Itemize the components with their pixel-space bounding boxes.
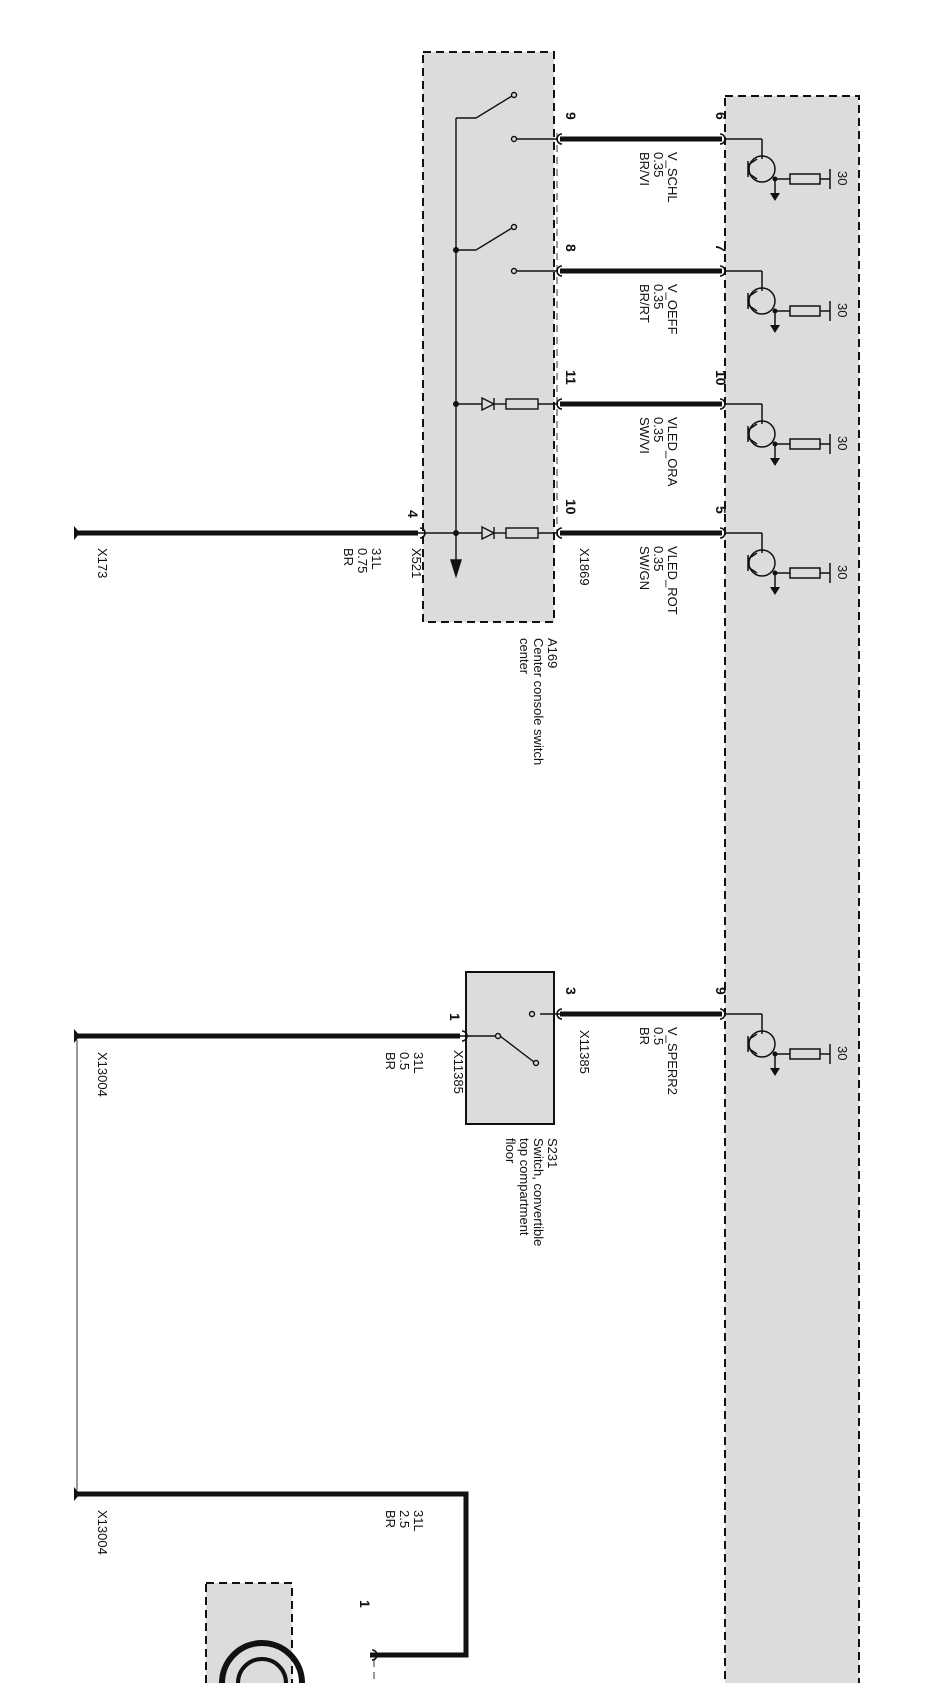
module-s231-name: floor <box>503 1138 518 1164</box>
module-a169-name: center <box>517 638 532 675</box>
wire-color: BR/RT <box>637 284 652 323</box>
pin-left: 10 <box>563 499 579 515</box>
ground-point: X173 <box>95 548 110 578</box>
wire-gauge: 0.35 <box>651 546 666 571</box>
wire-signal: V_SPERR2 <box>665 1027 680 1095</box>
connector-x11385: X11385 <box>451 1050 466 1094</box>
wire-color: SW/VI <box>637 417 652 454</box>
pin-ground: 1 <box>357 1600 373 1608</box>
pin-left: 3 <box>563 987 579 995</box>
connector-x1869: X1869 <box>577 548 592 586</box>
ground-signal: 31L <box>411 1510 426 1532</box>
pin-right: 7 <box>713 244 729 252</box>
supply-label: 30 <box>835 436 850 450</box>
module-a169-name: Center console switch <box>531 638 546 765</box>
pin-right: 9 <box>713 987 729 995</box>
transistor-stage: 30 <box>726 532 850 595</box>
wire-gauge: 0.35 <box>651 152 666 177</box>
wire-signal: VLED_ROT <box>665 546 680 615</box>
ground-gauge: 2.5 <box>397 1510 412 1528</box>
transistor-stage: 30 <box>726 403 850 466</box>
ground-labels: 31L 0.75 BR X173 31L 0.5 BR X13004 31L 2… <box>95 548 426 1555</box>
wire-signal: V_OEFF <box>665 284 680 335</box>
module-s231-id: S231 <box>545 1138 560 1168</box>
transistor-stage: 30 <box>726 138 850 201</box>
pin-numbers: 9 6 8 7 11 10 10 5 3 9 4 1 1 <box>357 112 729 1608</box>
connector-x521: X521 <box>409 548 424 578</box>
wire-color: BR <box>637 1027 652 1045</box>
svg-text:V_SCHL: V_SCHL <box>665 152 680 203</box>
wire-color: BR/VI <box>637 152 652 186</box>
wire-color: SW/GN <box>637 546 652 590</box>
pin-left: 9 <box>563 112 579 120</box>
a169-internal-circuit <box>418 91 558 579</box>
s231-internal-switch <box>460 1010 560 1067</box>
module-labels: A169 Center console switch center S231 S… <box>503 638 560 1246</box>
s231-module-box <box>465 971 555 1125</box>
connector-labels: X1869 X521 X11385 X11385 <box>409 548 592 1094</box>
transistor-stage: 30 <box>726 270 850 333</box>
pin-right: 5 <box>713 506 729 514</box>
transistor-stage: 30 <box>726 1013 850 1076</box>
pin-left: 11 <box>563 370 579 385</box>
wire-gauge: 0.35 <box>651 417 666 442</box>
ground-signal: 31L <box>369 548 384 570</box>
control-unit-box <box>724 95 860 1683</box>
supply-label: 30 <box>835 171 850 185</box>
wire-labels: V_SCHL 0.35 BR/VI V_OEFF 0.35 BR/RT VLED… <box>637 152 680 1095</box>
ground-color: BR <box>383 1510 398 1528</box>
supply-label: 30 <box>835 565 850 579</box>
module-s231-name: top compartment <box>517 1138 532 1236</box>
wire-gauge: 0.5 <box>651 1027 666 1045</box>
transistor-stages: 30 30 30 30 30 <box>726 138 850 1076</box>
pin-left: 8 <box>563 244 579 252</box>
supply-label: 30 <box>835 1046 850 1060</box>
wire-signal: VLED_ORA <box>665 417 680 487</box>
a169-module-box <box>422 51 555 623</box>
ground-color: BR <box>341 548 356 566</box>
pin-right: 6 <box>713 112 729 120</box>
pin-right: 10 <box>713 370 729 386</box>
module-a169-id: A169 <box>545 638 560 668</box>
wire-gauge: 0.35 <box>651 284 666 309</box>
ground-point: X13004 <box>95 1510 110 1555</box>
connector-x11385: X11385 <box>577 1030 592 1074</box>
ground-gauge: 0.5 <box>397 1052 412 1070</box>
ground-point: X13004 <box>95 1052 110 1097</box>
wire-signal: V_SCHL <box>665 152 680 203</box>
ground-signal: 31L <box>411 1052 426 1074</box>
pin-ground: 1 <box>447 1013 463 1021</box>
ground-wires <box>74 526 469 1658</box>
ground-gauge: 0.75 <box>355 548 370 573</box>
pin-ground: 4 <box>405 510 421 518</box>
ground-wire-x13004-b <box>77 1491 469 1658</box>
ground-color: BR <box>383 1052 398 1070</box>
supply-label: 30 <box>835 303 850 317</box>
signal-wires <box>560 136 722 1017</box>
lower-component-symbol <box>219 1640 305 1683</box>
module-s231-name: Switch, convertible <box>531 1138 546 1246</box>
